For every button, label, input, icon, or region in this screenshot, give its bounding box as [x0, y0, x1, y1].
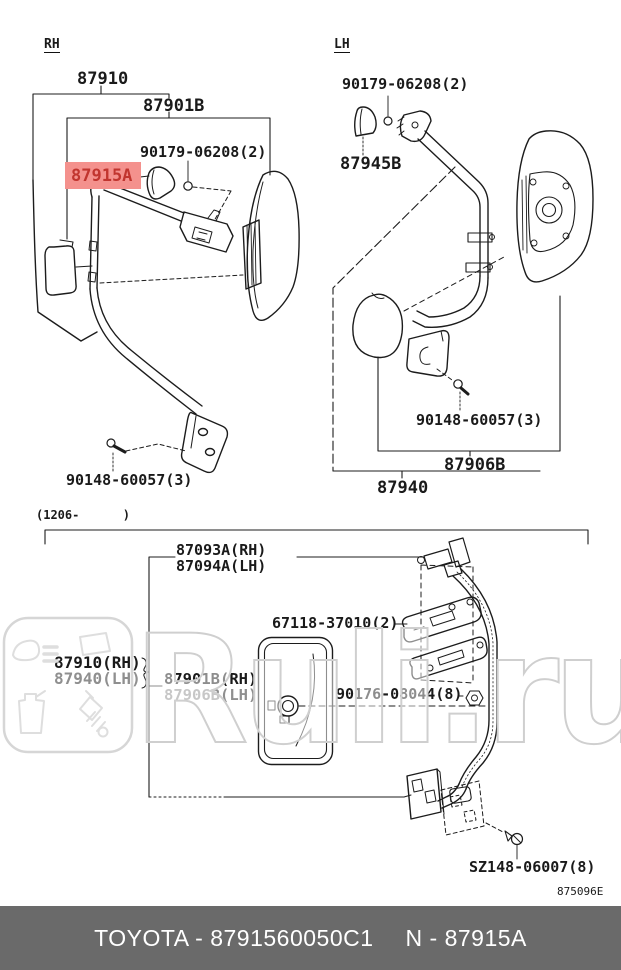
part-label-87906b-lh[interactable]: 87906B(LH) — [164, 686, 258, 704]
part-label-87901b[interactable]: 87901B — [143, 96, 205, 116]
part-label-90148-rh[interactable]: 90148-60057(3) — [66, 471, 193, 489]
footer-brand-part: TOYOTA - 8791560050C1 — [94, 924, 374, 951]
production-range-label: (1206- ) — [36, 508, 130, 522]
lh-mirror-drawing — [332, 95, 594, 479]
part-label-87940-lh[interactable]: 87940(LH) — [54, 669, 141, 688]
part-label-87945b[interactable]: 87945B — [340, 154, 402, 174]
selected-part-highlight — [65, 162, 141, 189]
part-label-87901b-rh[interactable]: 87901B(RH) — [164, 670, 258, 688]
part-label-87910[interactable]: 87910 — [77, 69, 129, 89]
part-label-90179-rh[interactable]: 90179-06208(2) — [140, 143, 267, 161]
part-label-90148-lh[interactable]: 90148-60057(3) — [416, 411, 543, 429]
rh-side-label: RH — [44, 37, 60, 53]
part-label-87093a[interactable]: 87093A(RH) — [176, 541, 267, 559]
footer-bar: TOYOTA - 8791560050C1 N - 87915A — [0, 906, 621, 970]
part-label-90179-lh[interactable]: 90179-06208(2) — [342, 75, 469, 93]
lh-side-label: LH — [334, 37, 350, 53]
part-label-87906b[interactable]: 87906B — [444, 455, 506, 475]
part-label-67118[interactable]: 67118-37010(2) — [272, 614, 399, 632]
part-label-sz148[interactable]: SZ148-06007(8) — [469, 858, 596, 876]
footer-part-number: N - 87915A — [405, 924, 527, 951]
part-label-87940[interactable]: 87940 — [377, 478, 429, 498]
highlighted-part-number[interactable]: 87915A — [71, 166, 133, 186]
figure-code: 875096E — [557, 885, 604, 898]
part-label-87094a[interactable]: 87094A(LH) — [176, 557, 267, 575]
part-label-90176[interactable]: 90176-08044(8) — [336, 685, 463, 703]
late-production-drawing — [44, 529, 589, 860]
